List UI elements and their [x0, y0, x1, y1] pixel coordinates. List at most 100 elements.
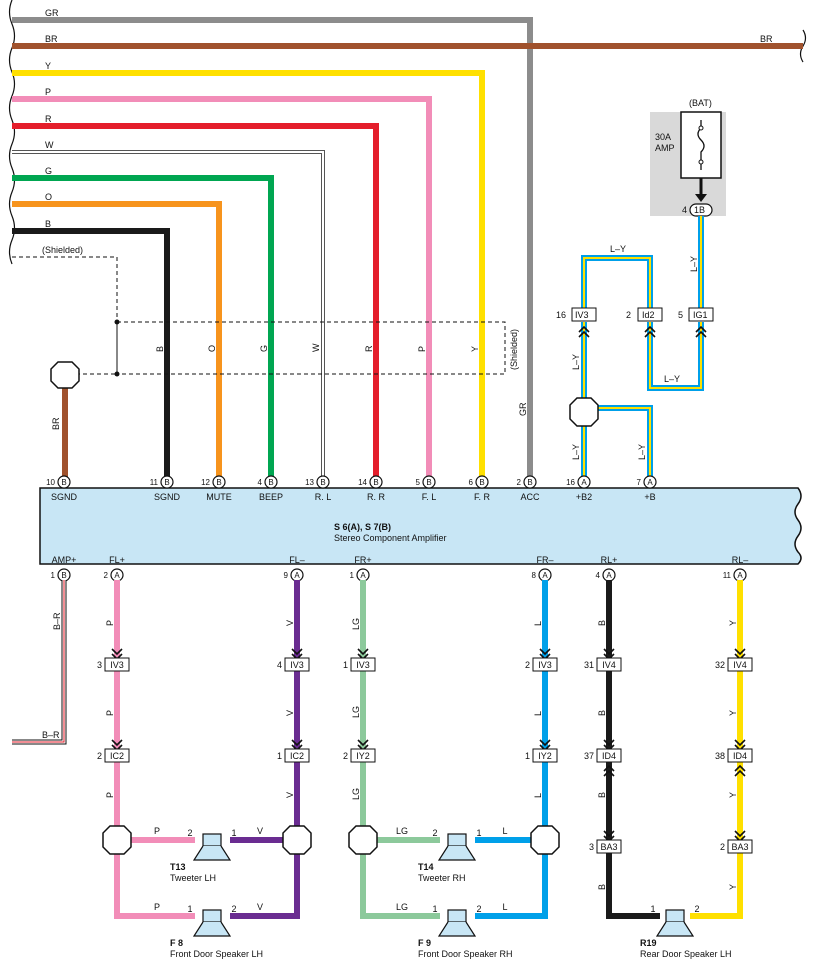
connector-code: IV3	[110, 660, 124, 670]
speaker-code: T14	[418, 862, 434, 872]
label-shielded: (Shielded)	[42, 245, 83, 255]
inline-connector: IV3 4	[277, 648, 310, 672]
label-y: Y	[45, 61, 51, 71]
top-pin-connector	[57, 475, 71, 489]
svg-text:B–R: B–R	[42, 730, 60, 740]
wire-o	[12, 201, 222, 482]
label-p: P	[45, 87, 51, 97]
top-pin-conn: B	[320, 478, 325, 487]
connector-pin: 31	[584, 660, 594, 670]
top-pin-conn: B	[527, 478, 532, 487]
bottom-pin-conn: A	[542, 571, 548, 580]
connector-pin: 2	[720, 842, 725, 852]
wire-y	[12, 70, 485, 482]
connector-pin: 32	[715, 660, 725, 670]
top-pin-number: 4	[258, 478, 263, 487]
label-b: B	[45, 219, 51, 229]
wire-gr	[12, 17, 533, 482]
top-pin-name: R. R	[367, 492, 386, 502]
connector-pin: 3	[97, 660, 102, 670]
connector-code: IV3	[538, 660, 552, 670]
top-pin-connector	[475, 475, 489, 489]
top-pin-number: 7	[637, 478, 642, 487]
bottom-pin-conn: A	[294, 571, 300, 580]
speaker-pin: 2	[187, 828, 192, 838]
top-pin-connector	[422, 475, 436, 489]
ly-junction	[569, 397, 599, 427]
svg-text:16: 16	[556, 310, 566, 320]
top-pin-name: +B	[644, 492, 655, 502]
left-break-line	[8, 0, 16, 265]
svg-text:IV3: IV3	[575, 310, 589, 320]
wire-g	[12, 175, 274, 482]
speaker-wire-label: V	[257, 826, 263, 836]
bottom-pin-name: AMP+	[52, 555, 77, 565]
svg-text:AMP: AMP	[655, 143, 675, 153]
speaker-pin: 1	[432, 904, 437, 914]
top-pin-name: +B2	[576, 492, 592, 502]
svg-text:L: L	[533, 621, 543, 626]
speaker-pin: 1	[650, 904, 655, 914]
speaker-name: Front Door Speaker LH	[170, 949, 263, 959]
top-pin-number: 6	[469, 478, 474, 487]
harness-wires	[12, 17, 803, 482]
svg-text:1B: 1B	[694, 205, 705, 215]
connector-pin: 4	[277, 660, 282, 670]
connector-code: IV4	[733, 660, 747, 670]
top-pin-number: 13	[305, 478, 314, 487]
top-pin-conn: B	[164, 478, 169, 487]
speaker-wires	[12, 580, 743, 919]
label-gr: GR	[45, 8, 59, 18]
bottom-pin-conn: A	[360, 571, 366, 580]
bottom-pin-number: 1	[350, 571, 355, 580]
speaker-code: R19	[640, 938, 657, 948]
wire-b	[12, 228, 170, 482]
ly-wires: L–Y L–Y L–Y L–Y L–Y L–Y	[569, 216, 704, 476]
connector-pin: 38	[715, 751, 725, 761]
top-pin-number: 2	[517, 478, 522, 487]
speaker-pin: 1	[187, 904, 192, 914]
top-pin-conn: B	[426, 478, 431, 487]
speaker-pin: 2	[476, 904, 481, 914]
top-pin-conn: B	[61, 478, 66, 487]
connector-pin: 3	[589, 842, 594, 852]
label-br: BR	[45, 34, 58, 44]
speaker-pin: 1	[231, 828, 236, 838]
fuse-assembly: (BAT) 30A AMP 1B 4	[650, 98, 726, 217]
top-pin-conn: B	[373, 478, 378, 487]
wire-p	[12, 96, 432, 482]
label-w: W	[45, 140, 54, 150]
connector-pin: 1	[277, 751, 282, 761]
top-pin-name: F. L	[422, 492, 437, 502]
svg-text:B–R: B–R	[52, 612, 62, 630]
bottom-pin-number: 8	[532, 571, 537, 580]
amplifier-title: S 6(A), S 7(B)	[334, 522, 391, 532]
connector-code: IV3	[290, 660, 304, 670]
speaker-name: Front Door Speaker RH	[418, 949, 513, 959]
connector-code: IV3	[356, 660, 370, 670]
speaker-wire-label: LG	[396, 826, 408, 836]
svg-text:V: V	[285, 710, 295, 716]
bottom-pin-number: 9	[284, 571, 289, 580]
top-pin-connector	[316, 475, 330, 489]
speaker-wire-label: L	[502, 902, 507, 912]
svg-text:L: L	[533, 711, 543, 716]
svg-text:P: P	[105, 792, 115, 798]
svg-text:(BAT): (BAT)	[689, 98, 712, 108]
wire-shielded	[12, 256, 118, 375]
speaker-pin: 1	[476, 828, 481, 838]
top-pin-conn: A	[647, 478, 653, 487]
speaker-pin: 2	[694, 904, 699, 914]
vertical-wire-labels: B O G W R P Y GR (Shielded)	[155, 329, 528, 416]
label-r: R	[45, 114, 52, 124]
top-pin-connector	[212, 475, 226, 489]
